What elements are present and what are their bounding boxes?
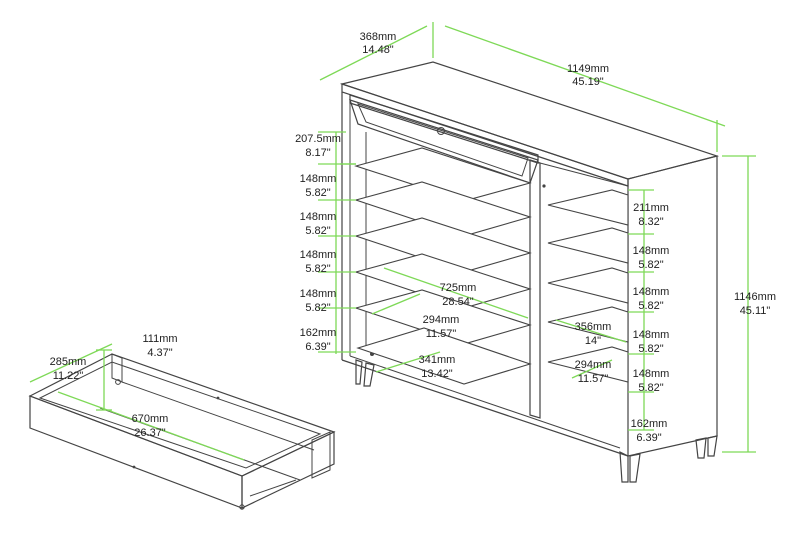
left-shelf-2-metric: 148mm bbox=[300, 173, 337, 185]
left-shelf-1-metric: 207.5mm bbox=[295, 133, 341, 145]
dimension-labels: 368mm 14.48" 1149mm 45.19" 1146mm 45.11"… bbox=[50, 31, 776, 444]
drawer-end bbox=[241, 431, 335, 509]
right-shelf-depth-metric: 294mm bbox=[575, 359, 612, 371]
left-shelf-3-metric: 148mm bbox=[300, 211, 337, 223]
right-shelf-width-imperial: 14" bbox=[585, 335, 601, 347]
height-imperial-label: 45.11" bbox=[740, 305, 771, 317]
width-imperial-label: 45.19" bbox=[572, 76, 604, 88]
drawer-width-metric: 670mm bbox=[132, 413, 169, 425]
right-shelves bbox=[547, 189, 629, 383]
left-shelf-depth-metric: 294mm bbox=[423, 314, 460, 326]
right-shelf-6-metric: 162mm bbox=[631, 418, 668, 430]
bottom-shelf-depth-imperial: 13.42" bbox=[421, 368, 453, 380]
right-shelf-4-metric: 148mm bbox=[633, 329, 670, 341]
right-shelf-4-imperial: 5.82" bbox=[638, 343, 663, 355]
right-shelf-1-imperial: 8.32" bbox=[638, 216, 663, 228]
right-shelf-depth-imperial: 11.57" bbox=[578, 373, 609, 385]
left-shelf-1-imperial: 8.17" bbox=[305, 147, 330, 159]
drawer-width-imperial: 26.37" bbox=[134, 427, 166, 439]
height-metric-label: 1146mm bbox=[734, 291, 776, 303]
right-shelf-3-metric: 148mm bbox=[633, 286, 670, 298]
bottom-shelf-depth-metric: 341mm bbox=[419, 354, 456, 366]
cabinet-legs bbox=[355, 359, 718, 483]
drawer-height-imperial: 4.37" bbox=[147, 347, 172, 359]
depth-metric-label: 368mm bbox=[360, 31, 397, 43]
left-shelf-5-imperial: 5.82" bbox=[305, 302, 330, 314]
left-shelf-2-imperial: 5.82" bbox=[305, 187, 330, 199]
left-shelf-6-metric: 162mm bbox=[300, 327, 337, 339]
left-shelf-5-metric: 148mm bbox=[300, 288, 337, 300]
width-metric-label: 1149mm bbox=[567, 63, 609, 75]
depth-imperial-label: 14.48" bbox=[362, 44, 394, 56]
right-shelf-2-imperial: 5.82" bbox=[638, 259, 663, 271]
left-shelf-3-imperial: 5.82" bbox=[305, 225, 330, 237]
drawer-depth-metric: 285mm bbox=[50, 356, 87, 368]
drawer-knob-icon bbox=[437, 127, 445, 135]
drawer-depth-imperial: 11.22" bbox=[53, 370, 84, 382]
right-shelf-5-imperial: 5.82" bbox=[638, 382, 663, 394]
loose-drawer bbox=[28, 353, 336, 510]
left-shelf-6-imperial: 6.39" bbox=[305, 341, 330, 353]
cabinet-bottom-edge bbox=[341, 359, 629, 457]
right-shelf-6-imperial: 6.39" bbox=[636, 432, 661, 444]
right-shelf-2-metric: 148mm bbox=[633, 245, 670, 257]
right-shelf-width-metric: 356mm bbox=[575, 321, 612, 333]
left-shelf-4-metric: 148mm bbox=[300, 249, 337, 261]
dimension-lines bbox=[29, 22, 756, 461]
right-shelf-1-metric: 211mm bbox=[633, 202, 669, 214]
left-shelf-width-imperial: 28.54" bbox=[442, 296, 474, 308]
left-shelf-depth-imperial: 11.57" bbox=[426, 328, 457, 340]
drawer-height-metric: 111mm bbox=[142, 333, 177, 345]
left-shelf-4-imperial: 5.82" bbox=[305, 263, 330, 275]
right-shelf-3-imperial: 5.82" bbox=[638, 300, 663, 312]
right-shelf-5-metric: 148mm bbox=[633, 368, 670, 380]
left-shelf-width-metric: 725mm bbox=[440, 282, 477, 294]
cabinet bbox=[339, 61, 720, 483]
left-shelves bbox=[354, 147, 532, 385]
